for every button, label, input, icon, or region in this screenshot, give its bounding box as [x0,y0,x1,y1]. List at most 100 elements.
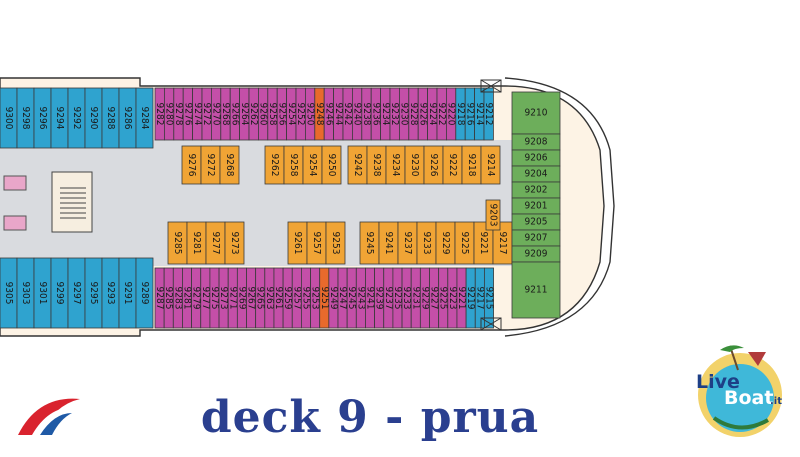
cabin-number: 9219 [465,287,476,310]
cabin-number: 9280 [164,103,175,126]
cabin-number: 9209 [525,249,548,260]
cabin-number: 9243 [355,287,366,310]
cabin-number: 9221 [478,232,489,255]
cabin-number: 9216 [464,103,475,126]
cabin-number: 9206 [525,153,548,164]
cabin-number: 9264 [239,103,250,126]
cabin-number: 9261 [273,287,284,310]
cabin-number: 9292 [71,107,82,130]
cabin-number: 9217 [497,232,508,255]
cabin-number: 9290 [88,107,99,130]
cabin-number: 9255 [300,287,311,310]
stairwell [51,171,93,233]
cabin-number: 9297 [71,282,82,305]
cabin[interactable] [511,91,561,135]
cabin[interactable] [325,221,346,265]
cabin-number: 9263 [264,287,275,310]
cabin-number: 9259 [282,287,293,310]
cabin-number: 9277 [210,232,221,255]
cabin[interactable] [135,87,154,149]
cabin-number: 9229 [419,287,430,310]
cabin-number: 9253 [330,232,341,255]
cabin-number: 9254 [307,154,318,177]
cabin-number: 9204 [525,169,548,180]
cabin[interactable] [219,145,240,185]
cabin[interactable] [485,199,501,231]
cabin-number: 9249 [328,287,339,310]
cabin-number: 9238 [361,103,372,126]
cabin-number: 9295 [88,282,99,305]
cabin-number: 9226 [417,103,428,126]
cabin-number: 9289 [139,282,150,305]
cabin-number: 9223 [447,287,458,310]
cabin-number: 9247 [337,287,348,310]
cabin-number: 9241 [365,287,376,310]
cabin[interactable] [511,261,561,319]
cabin[interactable] [483,267,494,329]
cabin-number: 9239 [374,287,385,310]
cabin-number: 9256 [276,103,287,126]
cabin-number: 9242 [352,154,363,177]
cabin-number: 9271 [227,287,238,310]
cabin-number: 9269 [236,287,247,310]
cabin-number: 9250 [326,154,337,177]
stairs-icon [60,187,86,219]
cabin-number: 9242 [342,103,353,126]
cabin-number: 9300 [3,107,14,130]
cabin[interactable] [321,145,342,185]
cabin-number: 9284 [139,107,150,130]
cabin-number: 9252 [295,103,306,126]
cabin-number: 9262 [269,154,280,177]
cabin[interactable] [135,257,154,329]
elevator-bottom [3,215,27,231]
cabin-number: 9251 [319,287,330,310]
cabin-number: 9232 [389,103,400,126]
cabin-number: 9229 [440,232,451,255]
liveboat-word2: Boat [724,387,773,409]
cabin-number: 9278 [173,103,184,126]
hull-outline-inner [504,77,615,337]
cabin[interactable] [224,221,245,265]
cabin-number: 9227 [429,287,440,310]
cabin-number: 9208 [525,137,548,148]
cabin-number: 9257 [311,232,322,255]
cabin-number: 9275 [209,287,220,310]
cabin-number: 9246 [323,103,334,126]
cabin-number: 9214 [474,103,485,126]
cabin-number: 9305 [3,282,14,305]
cabin-number: 9211 [525,285,548,296]
cabin-number: 9266 [229,103,240,126]
cabin-number: 9272 [205,154,216,177]
cabin-number: 9293 [105,282,116,305]
cabin-number: 9221 [456,287,467,310]
cabin-number: 9230 [409,154,420,177]
cabin-number: 9262 [248,103,259,126]
cabin[interactable] [480,145,501,185]
cabin-number: 9273 [218,287,229,310]
cabin-number: 9218 [455,103,466,126]
cabin-number: 9202 [525,185,548,196]
cabin-number: 9282 [154,103,165,126]
cabin-number: 9245 [346,287,357,310]
cabin-number: 9224 [427,103,438,126]
cabin-number: 9281 [191,232,202,255]
cabin-number: 9222 [436,103,447,126]
cabin-number: 9236 [370,103,381,126]
cabin-number: 9287 [154,287,165,310]
cabin-number: 9301 [37,282,48,305]
cabin-number: 9201 [525,201,548,212]
cabin-number: 9250 [305,103,316,126]
cabin-number: 9218 [466,154,477,177]
cabin-number: 9274 [192,103,203,126]
cabin-number: 9254 [286,103,297,126]
cabin-number: 9234 [390,154,401,177]
cabin-number: 9228 [408,103,419,126]
cabin[interactable] [483,87,494,141]
cabin-number: 9220 [446,103,457,126]
cabin-number: 9240 [352,103,363,126]
deck-caption: deck 9 - prua [200,392,540,443]
cabin-number: 9225 [438,287,449,310]
cabin-number: 9233 [401,287,412,310]
cabin-number: 9285 [172,232,183,255]
